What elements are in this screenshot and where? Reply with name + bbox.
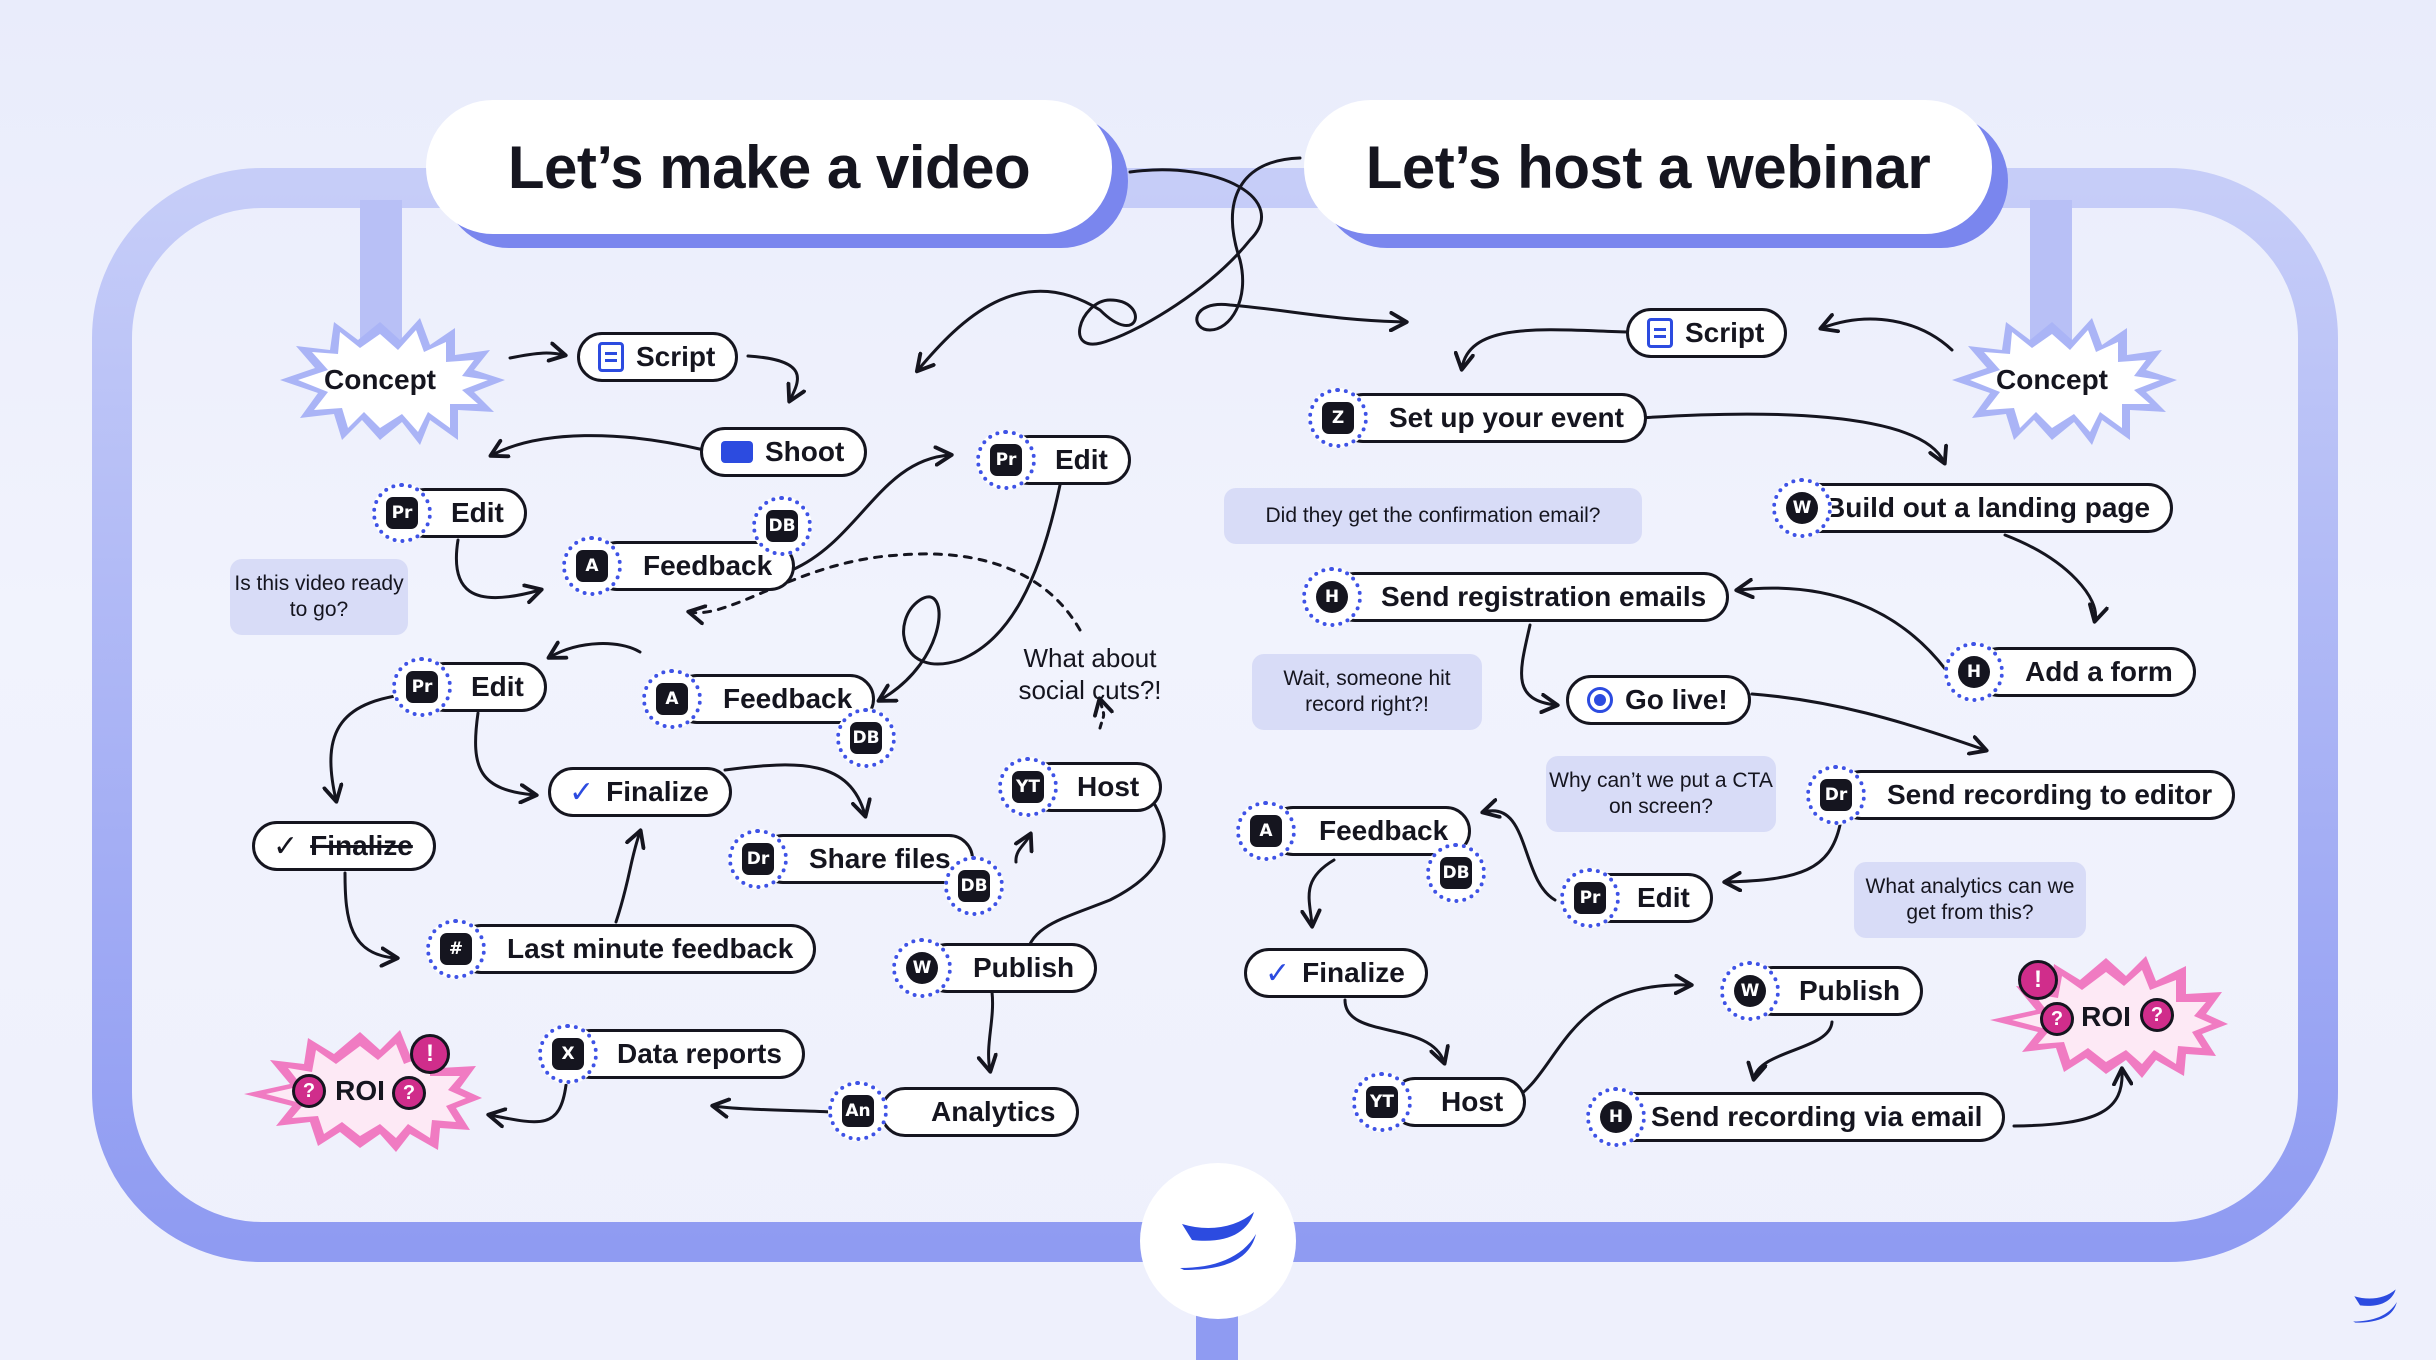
bubble-hit-record: Wait, someone hit record right?! — [1252, 654, 1482, 730]
exclaim-icon: ! — [2018, 960, 2058, 1000]
camera-icon — [721, 441, 753, 463]
webinar-send-recording-email-step[interactable]: Send recording via email — [1600, 1092, 2006, 1142]
video-feedback-step-1[interactable]: Feedback — [592, 541, 796, 591]
question-social-cuts: What about social cuts?! — [1018, 643, 1162, 705]
youtube-icon: YT — [998, 757, 1058, 817]
document-icon — [1647, 318, 1673, 348]
audio-icon: A — [562, 536, 622, 596]
premiere-icon: Pr — [392, 657, 452, 717]
concept-burst-video — [280, 318, 505, 445]
premiere-icon: Pr — [1560, 868, 1620, 928]
video-concept-label: Concept — [324, 364, 436, 395]
webinar-roi-label: ROI — [2081, 1001, 2131, 1032]
dropbox-icon: DB — [752, 496, 812, 556]
live-radio-icon — [1587, 687, 1613, 713]
webinar-send-recording-editor-step[interactable]: Send recording to editor — [1836, 770, 2236, 820]
roi-burst-webinar — [1990, 956, 2228, 1078]
video-data-reports-step[interactable]: Data reports — [566, 1029, 805, 1079]
webinar-script-step[interactable]: Script — [1626, 308, 1788, 358]
hubspot-icon: H — [1944, 642, 2004, 702]
wordpress-icon: W — [1720, 961, 1780, 1021]
concept-burst-webinar — [1952, 318, 2177, 445]
premiere-icon: Pr — [372, 483, 432, 543]
webinar-host-step[interactable]: Host — [1390, 1077, 1527, 1127]
dropbox-icon: DB — [944, 856, 1004, 916]
question-icon: ? — [292, 1074, 326, 1108]
bubble-confirmation-email: Did they get the confirmation email? — [1224, 488, 1642, 544]
hubspot-icon: H — [1302, 567, 1362, 627]
video-roi-label: ROI — [335, 1075, 385, 1106]
wordpress-icon: W — [892, 938, 952, 998]
check-icon: ✓ — [1265, 956, 1291, 990]
drive-icon: Dr — [728, 829, 788, 889]
question-icon: ? — [2040, 1002, 2074, 1036]
webinar-title: Let’s host a webinar — [1304, 100, 1992, 234]
dropbox-icon: DB — [1426, 843, 1486, 903]
video-last-minute-feedback-step[interactable]: Last minute feedback — [456, 924, 817, 974]
question-icon: ? — [2140, 998, 2174, 1032]
hubspot-icon: H — [1586, 1087, 1646, 1147]
zoom-icon: Z — [1308, 388, 1368, 448]
video-title: Let’s make a video — [426, 100, 1112, 234]
webinar-concept-label: Concept — [1996, 364, 2108, 395]
video-finalize-struck-step[interactable]: ✓ Finalize — [252, 821, 436, 871]
question-icon: ? — [392, 1076, 426, 1110]
youtube-icon: YT — [1352, 1072, 1412, 1132]
webinar-landing-page-step[interactable]: Build out a landing page — [1774, 483, 2174, 533]
video-finalize-step[interactable]: ✓ Finalize — [548, 767, 732, 817]
webinar-feedback-step[interactable]: Feedback — [1268, 806, 1472, 856]
wistia-corner-logo-icon — [2353, 1289, 2397, 1323]
premiere-icon: Pr — [976, 430, 1036, 490]
dropbox-icon: DB — [836, 708, 896, 768]
brand-logo[interactable] — [1140, 1163, 1296, 1319]
wordpress-icon: W — [1772, 478, 1832, 538]
audio-icon: A — [642, 669, 702, 729]
exclaim-icon: ! — [410, 1034, 450, 1074]
webinar-finalize-step[interactable]: ✓ Finalize — [1244, 948, 1428, 998]
video-analytics-step[interactable]: Analytics — [880, 1087, 1079, 1137]
wistia-logo-icon — [1180, 1212, 1256, 1270]
bubble-analytics: What analytics can we get from this? — [1854, 862, 2086, 938]
video-feedback-step-2[interactable]: Feedback — [672, 674, 876, 724]
drive-icon: Dr — [1806, 765, 1866, 825]
audio-icon: A — [1236, 801, 1296, 861]
video-share-files-step[interactable]: Share files — [758, 834, 974, 884]
excel-icon: X — [538, 1024, 598, 1084]
check-icon: ✓ — [273, 829, 299, 863]
webinar-setup-event-step[interactable]: Set up your event — [1338, 393, 1647, 443]
webinar-go-live-step[interactable]: Go live! — [1566, 675, 1751, 725]
video-shoot-step[interactable]: Shoot — [700, 427, 868, 477]
video-publish-step[interactable]: Publish — [922, 943, 1098, 993]
analytics-icon: An — [828, 1081, 888, 1141]
video-script-step[interactable]: Script — [577, 332, 739, 382]
webinar-add-form-step[interactable]: Add a form — [1974, 647, 2196, 697]
slack-icon: # — [426, 919, 486, 979]
webinar-registration-emails-step[interactable]: Send registration emails — [1330, 572, 1730, 622]
document-icon — [598, 342, 624, 372]
bubble-video-ready: Is this video ready to go? — [230, 559, 408, 635]
bubble-cta-on-screen: Why can’t we put a CTA on screen? — [1546, 756, 1776, 832]
check-icon: ✓ — [569, 775, 595, 809]
